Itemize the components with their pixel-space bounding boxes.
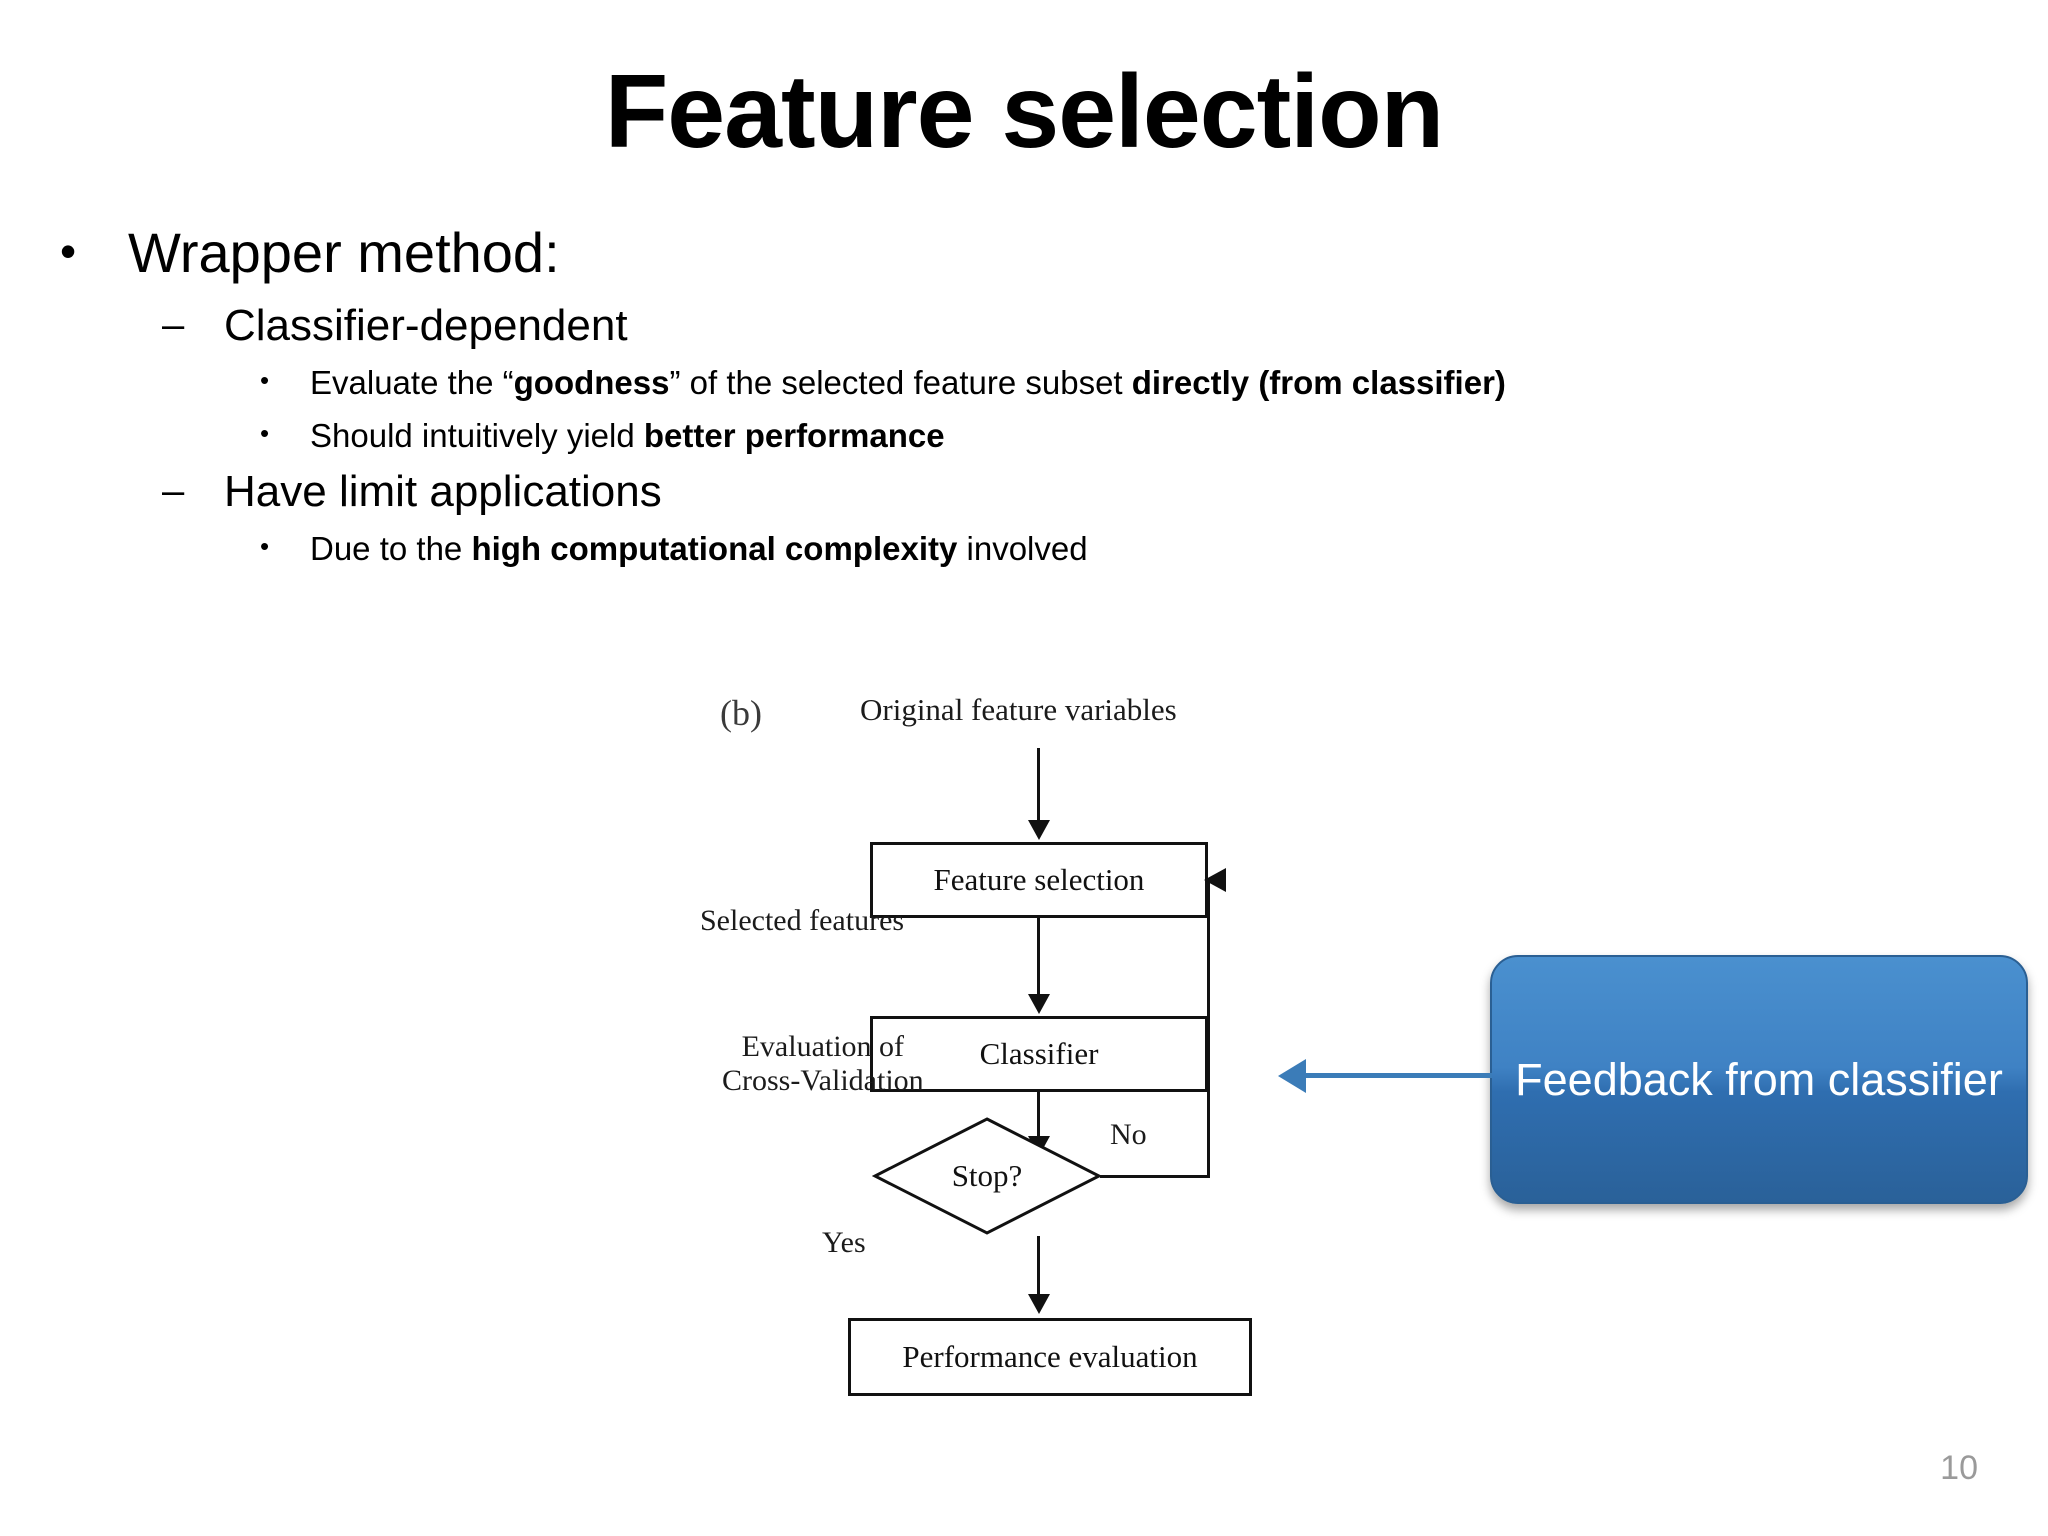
figure-label-yes: Yes — [822, 1226, 866, 1259]
flow-box-feature-selection: Feature selection — [870, 842, 1208, 918]
diamond-shape-icon — [871, 1117, 1103, 1235]
bullet-level3-text: Should intuitively yield better performa… — [310, 416, 945, 454]
flow-box-performance-evaluation: Performance evaluation — [848, 1318, 1252, 1396]
bullet-level3-goodness: • Evaluate the “goodness” of the selecte… — [260, 362, 2000, 403]
figure-label-evaluation-line2: Cross-Validation — [722, 1063, 924, 1097]
callout-feedback-from-classifier[interactable]: Feedback from classifier — [1490, 955, 2028, 1204]
callout-arrow-shaft — [1302, 1073, 1492, 1078]
arrowhead-down-icon — [1028, 1294, 1050, 1314]
figure-label-evaluation: Evaluation of Cross-Validation — [722, 1030, 924, 1097]
wrapper-method-flowchart: (b) Original feature variables Feature s… — [700, 686, 1260, 1496]
connector-input-to-feature-selection — [1037, 748, 1040, 824]
flow-decision-label: Stop? — [951, 1158, 1023, 1193]
bullet-level2-label: Classifier-dependent — [224, 300, 628, 350]
callout-arrow-head-icon — [1278, 1059, 1306, 1093]
figure-label-evaluation-line1: Evaluation of — [741, 1030, 905, 1063]
arrowhead-left-icon — [1204, 868, 1226, 892]
connector-classifier-to-stop — [1037, 1092, 1040, 1138]
bullet-level3-better-performance: • Should intuitively yield better perfor… — [260, 415, 2000, 456]
flow-decision-stop: Stop? — [871, 1116, 1103, 1236]
bullet-level3-text: Due to the high computational complexity… — [310, 530, 1088, 568]
bullet-level1-label: Wrapper method: — [128, 221, 560, 284]
figure-label-selected-features: Selected features — [700, 904, 905, 937]
bullet-level3-high-complexity: • Due to the high computational complexi… — [260, 528, 2000, 569]
figure-top-caption: Original feature variables — [860, 692, 1177, 727]
arrowhead-down-icon — [1028, 820, 1050, 840]
figure-label-no: No — [1110, 1118, 1147, 1151]
bullet-glyph-level2: – — [162, 469, 185, 514]
page-number: 10 — [1940, 1449, 1978, 1487]
bullet-glyph-level3: • — [260, 417, 270, 448]
bullet-level2-have-limit-applications: – Have limit applications — [162, 467, 2000, 516]
bullet-level3-text: Evaluate the “goodness” of the selected … — [310, 363, 1506, 401]
bullet-body: • Wrapper method: – Classifier-dependent… — [60, 221, 2000, 581]
bullet-glyph-level1: • — [60, 225, 77, 277]
bullet-glyph-level2: – — [162, 302, 185, 347]
flow-box-classifier: Classifier — [870, 1016, 1208, 1092]
bullet-level2-classifier-dependent: – Classifier-dependent — [162, 301, 2000, 350]
connector-no-branch-right — [1100, 1175, 1210, 1178]
page-title: Feature selection — [604, 54, 1444, 170]
connector-no-branch-up — [1207, 882, 1210, 1177]
bullet-glyph-level3: • — [260, 364, 270, 395]
arrowhead-down-icon — [1028, 994, 1050, 1014]
callout-label: Feedback from classifier — [1515, 1053, 2003, 1105]
connector-feature-selection-to-classifier — [1037, 918, 1040, 996]
connector-yes-branch-down — [1037, 1236, 1040, 1296]
bullet-level1: • Wrapper method: — [60, 221, 2000, 285]
bullet-glyph-level3: • — [260, 531, 270, 562]
bullet-level2-label: Have limit applications — [224, 467, 662, 517]
figure-panel-label: (b) — [720, 693, 762, 733]
